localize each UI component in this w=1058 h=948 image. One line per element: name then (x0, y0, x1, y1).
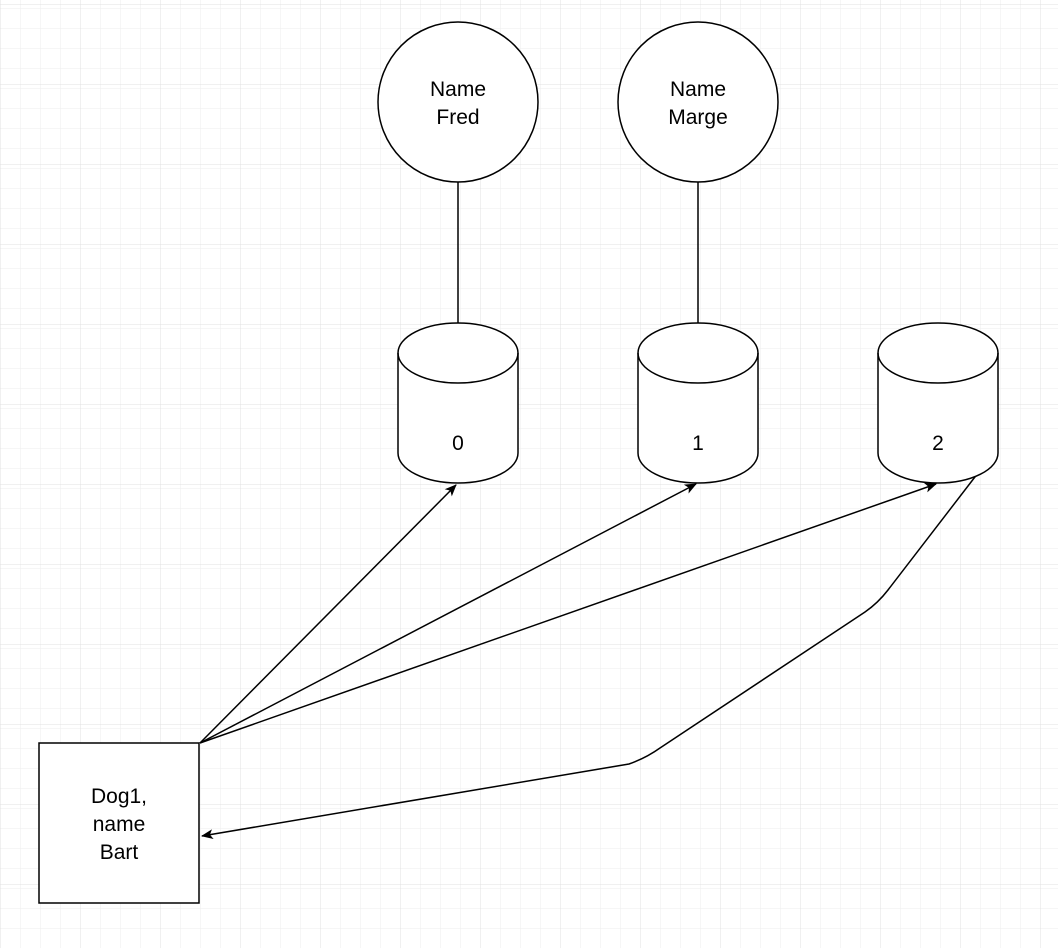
dog-node[interactable]: Dog1, name Bart (38, 742, 200, 904)
slot-cylinder-1[interactable]: 1 (637, 322, 759, 484)
slot-1-label: 1 (692, 432, 704, 455)
slot-0-label: 0 (452, 432, 464, 455)
person-marge-label-line1: Name (670, 78, 726, 101)
arrow-dog-to-slot-0[interactable] (199, 484, 457, 744)
slot-cylinder-0[interactable]: 0 (397, 322, 519, 484)
slot-cylinder-2[interactable]: 2 (877, 322, 999, 484)
person-fred-label-line2: Fred (436, 106, 479, 129)
dog-label-line2: name (93, 813, 146, 836)
slot-2-label: 2 (932, 432, 944, 455)
person-fred-label-line1: Name (430, 78, 486, 101)
dog-label-line1: Dog1, (91, 785, 147, 808)
arrow-dog-to-slot-2[interactable] (199, 482, 937, 744)
dog-label-line3: Bart (100, 841, 139, 864)
person-marge-label-line2: Marge (668, 106, 728, 129)
person-node-marge[interactable]: Name Marge (617, 21, 779, 183)
arrow-slot-2-to-dog[interactable] (201, 472, 979, 840)
person-node-fred[interactable]: Name Fred (377, 21, 539, 183)
arrow-dog-to-slot-1[interactable] (199, 483, 697, 744)
